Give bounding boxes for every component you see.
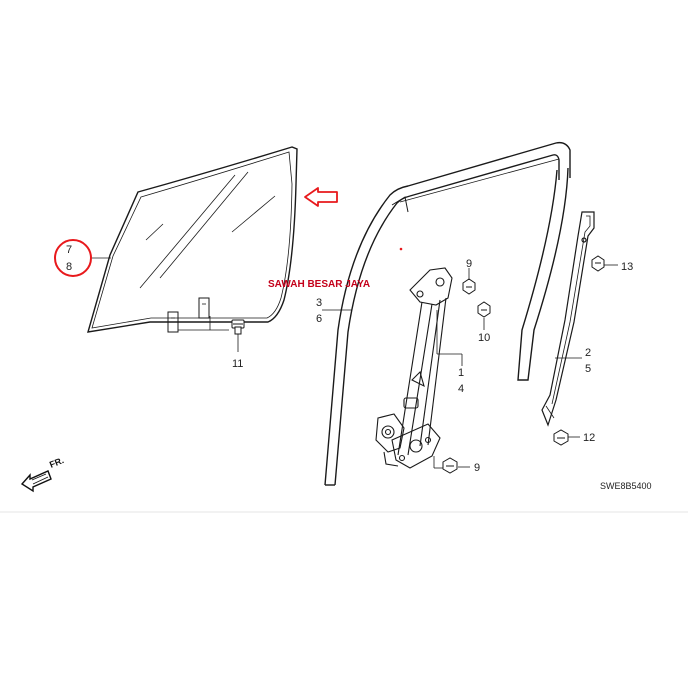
marker-dot <box>399 247 403 251</box>
regulator-bolts <box>442 278 491 474</box>
rear-channel <box>541 211 595 427</box>
label-part-3: 3 <box>316 297 322 309</box>
label-part-13: 13 <box>621 261 633 273</box>
channel-bolts <box>553 255 605 446</box>
label-part-7: 7 <box>66 244 72 256</box>
label-part-6: 6 <box>316 313 322 325</box>
label-part-10: 10 <box>478 332 490 344</box>
label-part-4: 4 <box>458 383 464 395</box>
label-part-12: 12 <box>583 432 595 444</box>
label-part-9-top: 9 <box>466 258 472 270</box>
window-regulator <box>375 267 453 469</box>
door-glass <box>87 146 298 333</box>
label-part-11: 11 <box>232 358 243 370</box>
run-channel <box>324 141 571 486</box>
front-label: FR. <box>48 455 65 470</box>
label-part-2: 2 <box>585 347 591 359</box>
label-part-5: 5 <box>585 363 591 375</box>
label-part-8: 8 <box>66 261 72 273</box>
bolt-11 <box>231 319 245 335</box>
diagram-code: SWE8B5400 <box>600 481 652 491</box>
label-part-9-bottom: 9 <box>474 462 480 474</box>
highlight-circle <box>54 239 92 277</box>
leader-lines-rear <box>555 264 618 438</box>
watermark-text: SAWAH BESAR JAYA <box>268 279 370 290</box>
front-direction-icon <box>20 470 52 493</box>
leader-lines-regulator <box>322 268 485 469</box>
highlight-arrow-icon <box>304 187 338 207</box>
label-part-1: 1 <box>458 367 464 379</box>
leader-lines-glass <box>92 257 239 352</box>
